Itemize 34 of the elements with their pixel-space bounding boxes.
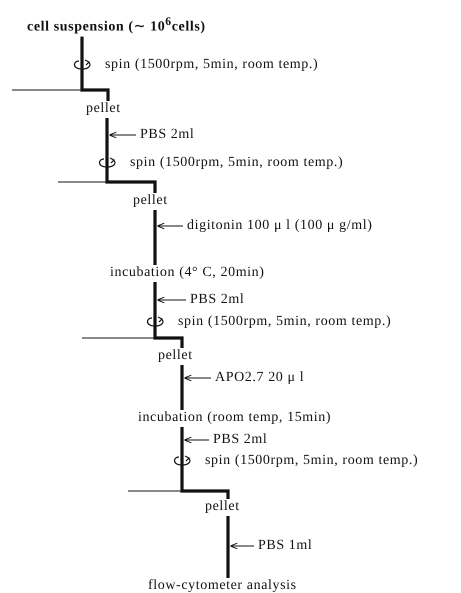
discard-line — [12, 36, 83, 91]
edge-label: spin (1500rpm, 5min, room temp.) — [177, 314, 392, 330]
edge-label: spin (1500rpm, 5min, room temp.) — [104, 57, 320, 73]
step-text: pellet — [133, 193, 168, 209]
step-text: incubation (room temp, 15min) — [138, 410, 332, 426]
step-text: PBS 1ml — [258, 538, 312, 554]
edge-label: spin (1500rpm, 5min, room temp.) — [204, 453, 420, 469]
process-line — [80, 36, 110, 101]
step-text: APO2.7 20 μ l — [215, 370, 304, 386]
arrow — [156, 222, 183, 230]
arrow — [184, 436, 209, 444]
arrow — [108, 132, 136, 138]
edge-label: spin (1500rpm, 5min, room temp.) — [129, 155, 344, 171]
step-text: incubation (4° C, 20min) — [110, 265, 265, 281]
step-text: PBS 2ml — [213, 432, 268, 448]
step-text: pellet — [205, 499, 240, 515]
step-text: pellet — [158, 348, 193, 364]
discard-line — [58, 118, 108, 183]
step-text: digitonin 100 μ l (100 μ g/ml) — [187, 218, 372, 234]
process-line — [105, 118, 157, 193]
process-line — [180, 365, 184, 410]
step-text: cell suspension (∼ 10$^{6}$cells) — [27, 14, 206, 36]
process-line — [226, 516, 230, 578]
arrow — [230, 542, 254, 550]
step-text: flow-cytometer analysis — [148, 578, 297, 593]
step-text: PBS 2ml — [190, 292, 244, 308]
arrow — [184, 374, 211, 382]
process-line — [180, 427, 230, 499]
process-line — [153, 282, 184, 348]
step-text: PBS 2ml — [140, 127, 194, 143]
arrow — [156, 296, 186, 304]
process-line — [153, 210, 157, 265]
step-text: pellet — [86, 101, 121, 117]
discard-line — [82, 282, 156, 339]
